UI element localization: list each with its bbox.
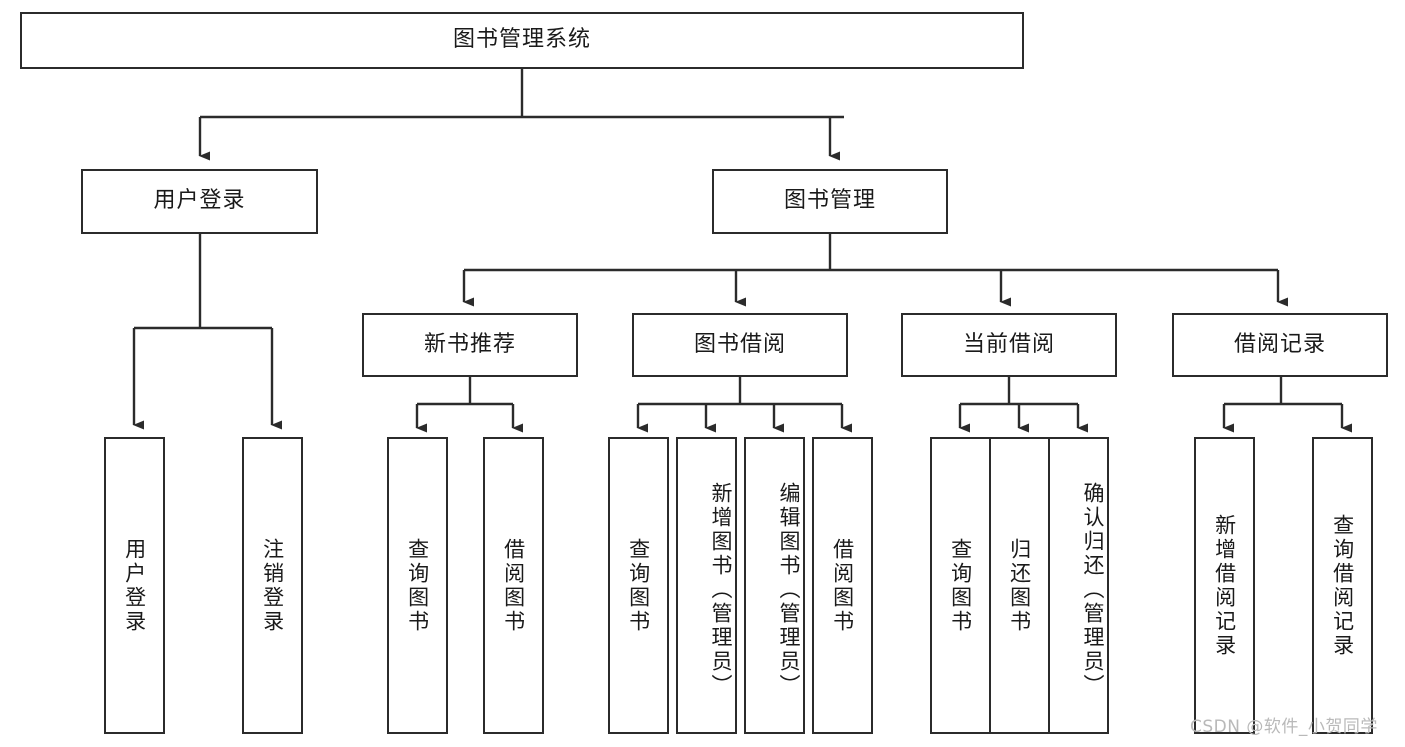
node-label: 新书推荐 (423, 331, 516, 357)
node-label: 归还图书 (1007, 537, 1032, 634)
leaf-edit-book[interactable]: 编辑图书（管理员） (744, 437, 805, 734)
node-label: 借阅图书 (501, 537, 526, 634)
leaf-query-book-borrow[interactable]: 查询图书 (608, 437, 669, 734)
leaf-borrow-book-recommend[interactable]: 借阅图书 (483, 437, 544, 734)
leaf-return-book[interactable]: 归还图书 (989, 437, 1050, 734)
node-label: 用户登录 (153, 188, 246, 214)
leaf-add-borrow-record[interactable]: 新增借阅记录 (1194, 437, 1255, 734)
node-label: 新增借阅记录 (1212, 513, 1237, 658)
node-label: 用户登录 (122, 537, 147, 634)
leaf-borrow-book[interactable]: 借阅图书 (812, 437, 873, 734)
node-label: 新增图书（管理员） (709, 481, 733, 698)
node-label: 图书管理系统 (452, 27, 591, 53)
leaf-query-book-current[interactable]: 查询图书 (930, 437, 991, 734)
leaf-add-book[interactable]: 新增图书（管理员） (676, 437, 737, 734)
node-label: 借阅图书 (830, 537, 855, 634)
node-label: 查询图书 (626, 537, 651, 634)
node-book-management[interactable]: 图书管理 (712, 169, 948, 234)
node-label: 查询借阅记录 (1330, 513, 1355, 658)
node-label: 注销登录 (260, 537, 285, 634)
node-label: 借阅记录 (1233, 331, 1326, 357)
node-new-book-recommend[interactable]: 新书推荐 (362, 313, 578, 377)
csdn-watermark: CSDN @软件_小贺同学 (1190, 717, 1378, 737)
node-label: 查询图书 (405, 537, 430, 634)
leaf-query-book-recommend[interactable]: 查询图书 (387, 437, 448, 734)
node-label: 确认归还（管理员） (1081, 481, 1105, 698)
node-label: 当前借阅 (962, 331, 1055, 357)
leaf-query-borrow-record[interactable]: 查询借阅记录 (1312, 437, 1373, 734)
node-label: 查询图书 (948, 537, 973, 634)
node-user-login[interactable]: 用户登录 (81, 169, 318, 234)
node-borrow-record[interactable]: 借阅记录 (1172, 313, 1388, 377)
node-book-management-system[interactable]: 图书管理系统 (20, 12, 1024, 69)
node-label: 图书借阅 (693, 331, 786, 357)
node-current-borrow[interactable]: 当前借阅 (901, 313, 1117, 377)
node-label: 图书管理 (783, 188, 876, 214)
node-book-borrow[interactable]: 图书借阅 (632, 313, 848, 377)
node-label: 编辑图书（管理员） (777, 481, 801, 698)
leaf-confirm-return[interactable]: 确认归还（管理员） (1048, 437, 1109, 734)
leaf-user-login[interactable]: 用户登录 (104, 437, 165, 734)
leaf-user-logout[interactable]: 注销登录 (242, 437, 303, 734)
